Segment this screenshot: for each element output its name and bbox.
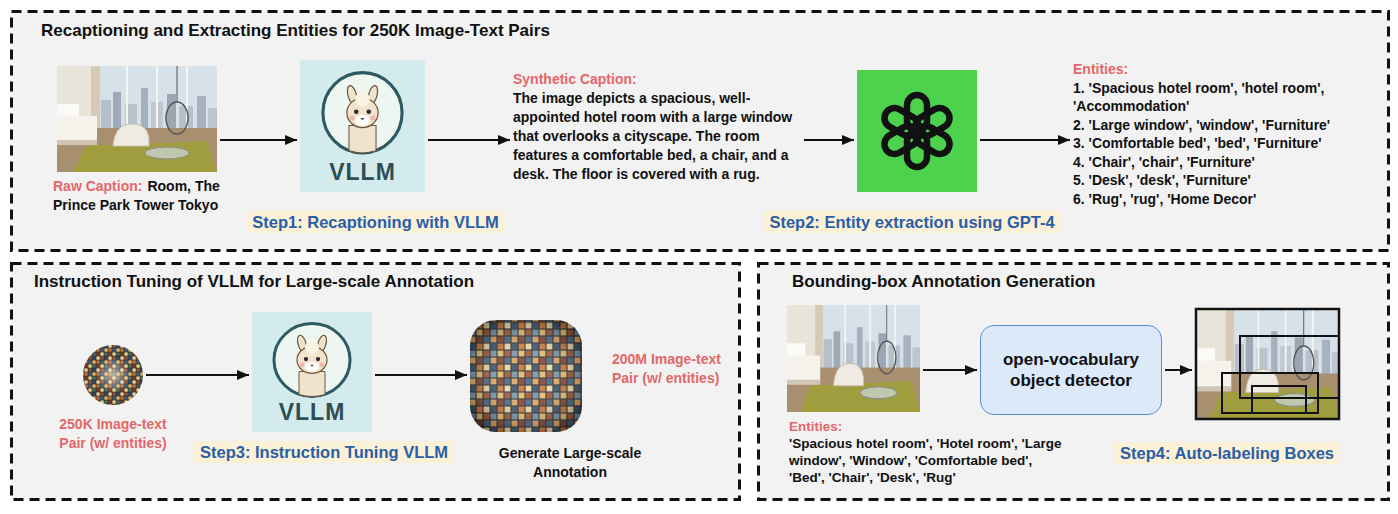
caption-heading: Raw Caption: [53, 178, 142, 194]
step-label: Step1: Recaptioning with VLLM [246, 211, 505, 233]
caption-block: Generate Large-scale Annotation [470, 444, 670, 482]
block-heading: Entities: [1073, 60, 1338, 79]
step-label: Step4: Auto-labeling Boxes [1114, 442, 1340, 464]
text-block: Entities:1. 'Spacious hotel room', 'hote… [1073, 60, 1338, 208]
flow-arrow [428, 139, 510, 141]
icon-label: VLLM [300, 159, 425, 186]
caption-block: 250K Image-text Pair (w/ entities) [48, 415, 178, 453]
caption-text: Generate Large-scale Annotation [470, 444, 670, 482]
flow-arrow [146, 374, 249, 376]
panel-title: Recaptioning and Extracting Entities for… [41, 21, 550, 41]
panel-title: Instruction Tuning of VLLM for Large-sca… [34, 272, 474, 292]
panel-frame [12, 264, 740, 500]
block-text: The image depicts a spacious, well-appoi… [513, 89, 801, 184]
flow-arrow [220, 139, 297, 141]
dashed-panel: Recaptioning and Extracting Entities for… [10, 10, 1390, 252]
hotel-room-photo [787, 305, 920, 412]
panel-frame [12, 12, 1389, 251]
caption-text: 'Spacious hotel room', 'Hotel room', 'La… [789, 435, 1069, 486]
block-text: 4. 'Chair', 'chair', 'Furniture' [1073, 153, 1338, 172]
panel-frame [759, 264, 1389, 500]
vllm-icon [300, 60, 425, 192]
caption-block: Entities:'Spacious hotel room', 'Hotel r… [789, 418, 1069, 486]
hotel-room-photo [57, 66, 217, 172]
block-text: 3. 'Comfortable bed', 'bed', 'Furniture' [1073, 134, 1338, 153]
gpt-logo [857, 70, 977, 192]
block-text: 2. 'Large window', 'window', 'Furniture' [1073, 116, 1338, 135]
gpt-icon: Step2: Entity extraction using GPT-4 [857, 70, 977, 192]
image-node: Step4: Auto-labeling Boxes [1195, 308, 1340, 420]
image-node: Raw Caption:Room, The Prince Park Tower … [57, 66, 217, 172]
caption-heading: 250K Image-text Pair (w/ entities) [48, 415, 178, 453]
image-node: Generate Large-scale Annotation [470, 320, 582, 432]
block-heading: Synthetic Caption: [513, 70, 801, 89]
annotation-note: 200M Image-text Pair (w/ entities) [612, 350, 740, 388]
image-mosaic-small [83, 345, 143, 405]
block-text: 5. 'Desk', 'desk', 'Furniture' [1073, 171, 1338, 190]
image-mosaic-large [470, 320, 582, 432]
model-icon: VLLMStep1: Recaptioning with VLLM [300, 60, 425, 192]
text-block: Synthetic Caption:The image depicts a sp… [513, 70, 801, 184]
image-node: 250K Image-text Pair (w/ entities) [83, 345, 143, 405]
block-text: 1. 'Spacious hotel room', 'hotel room', … [1073, 79, 1338, 116]
flow-arrow [980, 139, 1070, 141]
box-text: open-vocabulary object detector [989, 349, 1153, 391]
caption-block: Raw Caption:Room, The Prince Park Tower … [53, 177, 229, 215]
caption-heading: Entities: [789, 418, 1069, 435]
model-icon: VLLMStep3: Instruction Tuning VLLM [252, 312, 372, 432]
labeled-room-photo [1195, 308, 1340, 420]
step-label: Step3: Instruction Tuning VLLM [194, 441, 454, 463]
icon-label: VLLM [252, 399, 372, 426]
flow-arrow [375, 374, 467, 376]
flow-arrow [804, 139, 854, 141]
flow-arrow [1165, 369, 1192, 371]
step-label: Step2: Entity extraction using GPT-4 [763, 211, 1060, 233]
panel-title: Bounding-box Annotation Generation [792, 272, 1095, 292]
image-node: Entities:'Spacious hotel room', 'Hotel r… [787, 305, 920, 412]
flow-arrow [923, 369, 977, 371]
vllm-icon [252, 312, 372, 432]
dashed-panel: Bounding-box Annotation GenerationEntiti… [757, 262, 1390, 500]
process-box: open-vocabulary object detector [980, 325, 1162, 415]
block-text: 6. 'Rug', 'rug', 'Home Decor' [1073, 190, 1338, 209]
